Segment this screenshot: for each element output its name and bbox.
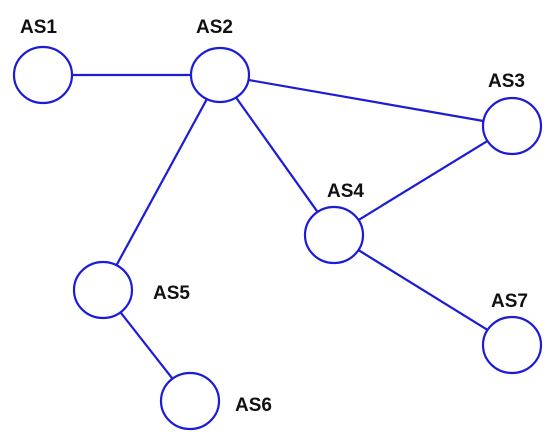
node-label-as1: AS1 (20, 17, 57, 38)
node-as3: AS3 (481, 71, 543, 156)
node-circle-as2 (189, 46, 251, 104)
node-as7: AS7 (481, 291, 543, 375)
node-circle-as6 (159, 371, 221, 431)
node-label-as6: AS6 (235, 395, 272, 416)
edge-as2-as4 (235, 96, 319, 213)
edge-as2-as5 (115, 98, 208, 266)
node-circle-as3 (481, 96, 543, 156)
edge-as3-as4 (357, 140, 489, 221)
node-label-as7: AS7 (491, 291, 528, 312)
edge-as4-as7 (357, 249, 489, 331)
node-as6: AS6 (159, 371, 272, 431)
node-as5: AS5 (72, 260, 190, 320)
node-label-as2: AS2 (196, 17, 233, 38)
edge-as2-as3 (248, 78, 484, 123)
node-circle-as5 (72, 260, 134, 320)
node-as2: AS2 (189, 17, 251, 104)
node-as4: AS4 (303, 181, 365, 265)
node-label-as5: AS5 (153, 283, 190, 304)
edge-as5-as6 (119, 311, 174, 380)
node-circle-as1 (12, 45, 74, 105)
node-circle-as4 (303, 205, 365, 265)
node-label-as3: AS3 (488, 71, 525, 92)
node-as1: AS1 (12, 17, 74, 105)
node-circle-as7 (481, 315, 543, 375)
edges-layer (72, 73, 489, 380)
node-label-as4: AS4 (327, 181, 364, 202)
